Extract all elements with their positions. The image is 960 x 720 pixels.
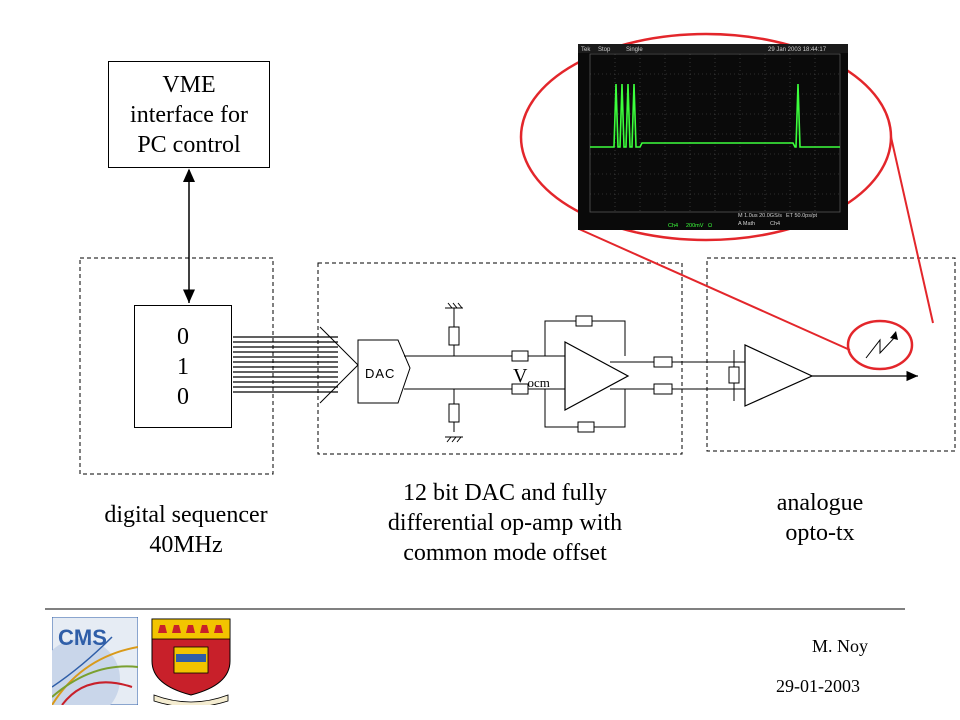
scope-trace <box>590 83 840 148</box>
imperial-college-crest <box>151 618 231 705</box>
vocm-label: Vocm <box>513 365 550 391</box>
dac-group-box <box>317 262 683 455</box>
scope-readout-4: Ch4 <box>770 221 780 227</box>
sequencer-memory-box: 0 1 0 <box>134 305 232 428</box>
termination-resistor <box>728 366 740 384</box>
dac-caption-line-3: common mode offset <box>403 540 607 566</box>
output-resistor-minus <box>653 383 673 395</box>
scope-readout-1: M 1.0us 20.0GS/s <box>738 213 782 219</box>
ground-symbol-bottom <box>445 436 463 443</box>
vocm-subscript: ocm <box>527 375 550 390</box>
cms-logo: CMS <box>52 617 138 705</box>
sequencer-caption: digital sequencer 40MHz <box>70 500 302 560</box>
laser-highlight-ellipse <box>846 319 914 371</box>
bit-value-3: 0 <box>177 383 189 410</box>
vme-line-3: PC control <box>137 131 241 158</box>
laser-driver-amp <box>744 344 814 407</box>
dac-caption-line-2: differential op-amp with <box>387 510 623 536</box>
cms-logo-text: CMS <box>58 625 107 650</box>
feedback-resistor-bottom <box>577 421 595 433</box>
ground-symbol-top <box>445 302 463 309</box>
scope-header-mid: Stop <box>598 47 611 53</box>
scope-channel-scale: 200mV <box>686 223 704 229</box>
output-resistor-plus <box>653 356 673 368</box>
sequencer-group-box <box>79 257 274 475</box>
vme-line-1: VME <box>162 71 216 98</box>
bias-resistor-top <box>448 326 460 346</box>
sequencer-caption-line-1: digital sequencer <box>104 502 268 528</box>
scope-header-left: Tek <box>581 47 591 53</box>
footer-author: M. Noy <box>812 636 869 656</box>
dac-label: DAC <box>365 366 396 381</box>
bit-value-1: 0 <box>177 323 189 350</box>
vocm-main: V <box>513 365 528 387</box>
scope-readout-2: ET 50.0ps/pt <box>786 213 818 219</box>
oscilloscope-screen: Tek Stop Single 29 Jan 2003 18:44:17 M 1… <box>578 44 848 230</box>
scope-header-time: 29 Jan 2003 18:44:17 <box>768 47 827 53</box>
dac-caption-line-1: 12 bit DAC and fully <box>403 480 607 506</box>
bit-value-2: 1 <box>177 353 189 380</box>
input-resistor-plus <box>511 350 529 362</box>
dac-block-shape <box>357 339 411 404</box>
vme-interface-box: VME interface for PC control <box>108 61 270 168</box>
footer-date: 29-01-2003 <box>776 676 860 696</box>
dac-caption: 12 bit DAC and fully differential op-amp… <box>340 478 670 568</box>
oscilloscope-screenshot: Tek Stop Single 29 Jan 2003 18:44:17 M 1… <box>578 44 848 230</box>
scope-channel-scale-unit: Ω <box>708 223 712 229</box>
feedback-resistor-top <box>575 315 593 327</box>
optotx-caption-line-1: analogue <box>776 490 864 516</box>
sequencer-caption-line-2: 40MHz <box>149 532 223 558</box>
bias-resistor-bottom <box>448 403 460 423</box>
scope-channel-label: Ch4 <box>668 223 678 229</box>
scope-header-right: Single <box>626 47 643 53</box>
optotx-caption: analogue opto-tx <box>730 488 910 548</box>
data-bus <box>233 336 338 393</box>
laser-diode-zigzag <box>865 335 897 359</box>
optotx-group-box <box>706 257 956 452</box>
optotx-caption-line-2: opto-tx <box>785 520 855 546</box>
diff-opamp-symbol <box>564 340 630 412</box>
vme-line-2: interface for <box>130 101 248 128</box>
scope-readout-3: A Math <box>738 221 755 227</box>
